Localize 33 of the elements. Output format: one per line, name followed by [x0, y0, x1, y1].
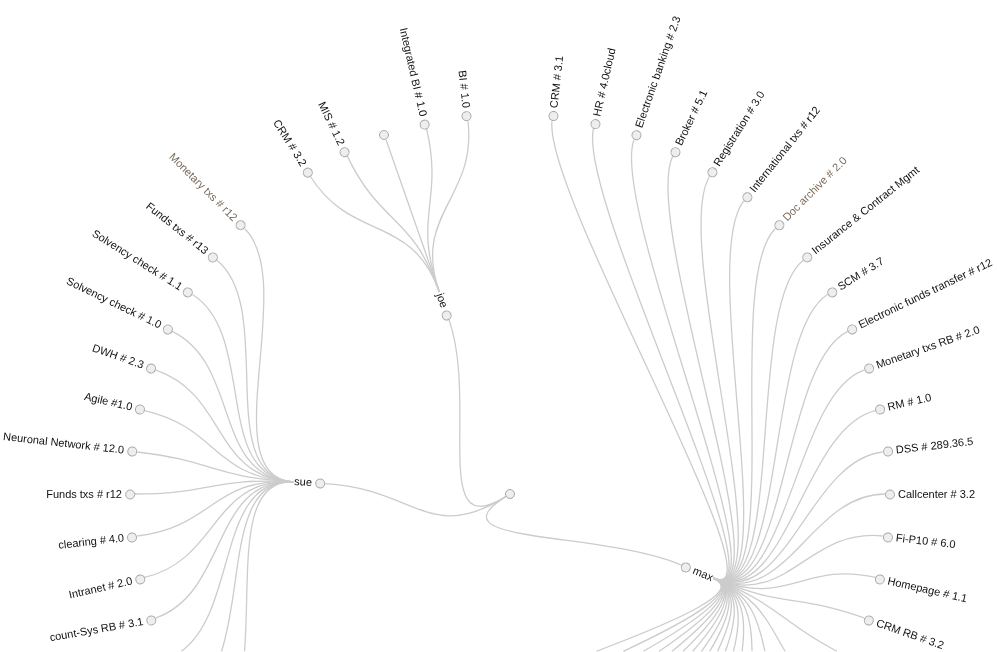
tree-link — [667, 155, 735, 579]
node-dot-icon — [379, 130, 390, 141]
node-label: DSS # 289.36.5 — [894, 436, 974, 456]
node-label: DWH # 2.3 — [91, 342, 146, 372]
node-label: Callcenter # 3.2 — [898, 488, 976, 500]
node-label: joe — [434, 291, 450, 309]
node-label: Agile #1.0 — [82, 391, 133, 413]
node-label: CRM RB # 3.2 — [874, 616, 945, 651]
node-label: Neuronal Network # 12.0 — [2, 431, 126, 456]
node-label: CRM # 3.1 — [547, 55, 565, 110]
tree-link — [592, 127, 730, 579]
tree-link — [485, 496, 682, 566]
tree-link — [243, 481, 294, 652]
node-label: HR # 4.0cloud — [590, 46, 618, 117]
node-label: Integrated BI # 1.0 — [398, 26, 429, 117]
node-dot-icon — [505, 489, 515, 499]
node-label: BI # 1.0 — [456, 70, 472, 110]
node-label: SCM # 3.7 — [835, 255, 886, 293]
node-label: MIS # 1.2 — [316, 99, 347, 147]
node-label: clearing # 4.0 — [58, 531, 126, 551]
tree-link — [595, 577, 722, 652]
node-label: Funds txs # r12 — [46, 488, 122, 500]
tree-link — [431, 120, 470, 293]
tree-link — [630, 139, 732, 579]
node-label: sue — [294, 476, 313, 489]
node-label: RM # 1.0 — [887, 392, 933, 413]
node-label: Intranet # 2.0 — [67, 574, 133, 601]
tree-link — [622, 577, 723, 652]
node-label: Fi-P10 # 6.0 — [894, 531, 956, 550]
tree-link — [551, 120, 728, 579]
node-label: count-Sys RB # 3.1 — [49, 615, 145, 643]
node-label: max — [690, 564, 715, 583]
tree-link — [700, 175, 739, 579]
